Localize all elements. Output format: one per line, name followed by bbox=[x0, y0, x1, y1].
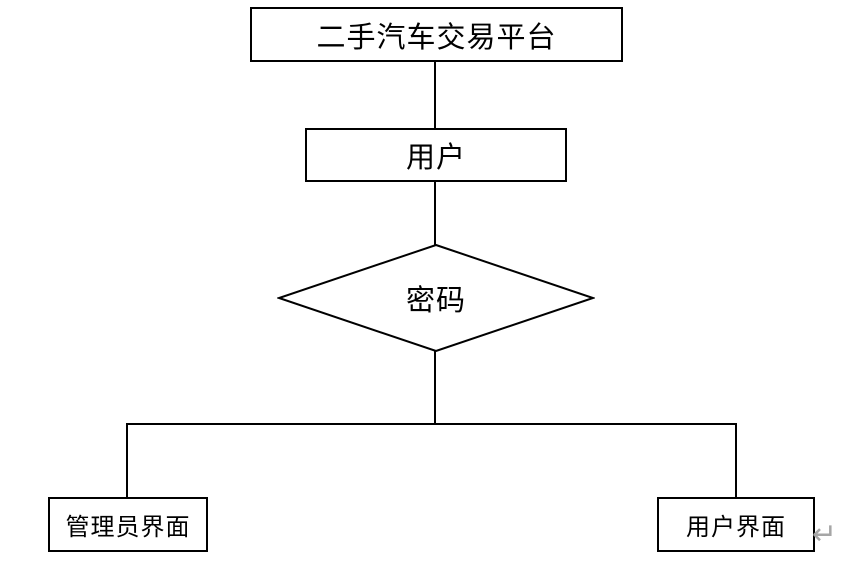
connector-user-password bbox=[434, 182, 436, 245]
node-platform-label: 二手汽车交易平台 bbox=[316, 21, 557, 54]
connector-platform-user bbox=[434, 62, 436, 128]
connector-password-branch bbox=[434, 351, 436, 424]
node-admin-interface: 管理员界面 bbox=[48, 497, 208, 552]
node-platform: 二手汽车交易平台 bbox=[250, 7, 623, 62]
line-break-icon: ↵ bbox=[812, 517, 838, 552]
node-user-interface-label: 用户界面 bbox=[686, 515, 786, 541]
node-user: 用户 bbox=[305, 128, 567, 182]
node-password bbox=[277, 244, 595, 352]
node-user-interface: 用户界面 bbox=[657, 497, 815, 552]
node-password-label: 密码 bbox=[405, 285, 466, 317]
node-admin-interface-label: 管理员界面 bbox=[65, 515, 191, 541]
node-user-label: 用户 bbox=[405, 142, 466, 174]
connector-branch-admin bbox=[126, 423, 128, 497]
connector-branch-horizontal bbox=[126, 423, 737, 425]
connector-branch-userui bbox=[735, 423, 737, 497]
diamond-shape bbox=[277, 244, 595, 352]
